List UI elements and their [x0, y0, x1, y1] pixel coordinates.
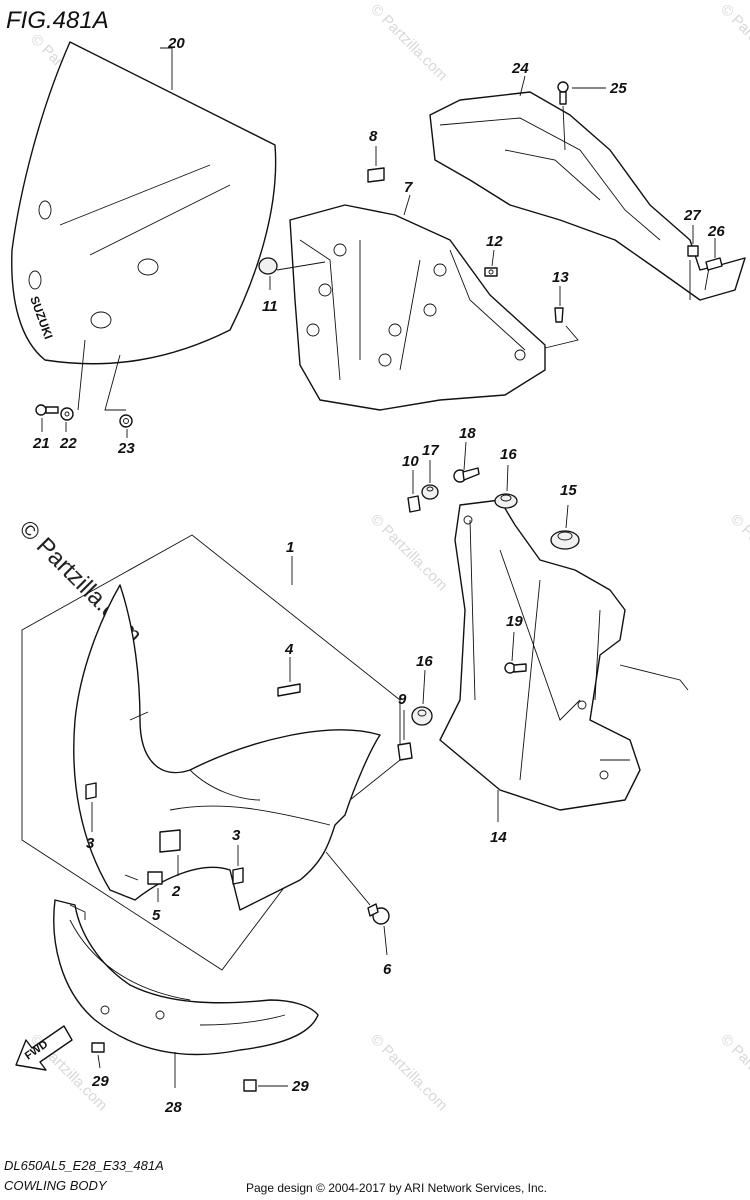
fwd-arrow-icon: FWD: [15, 1025, 73, 1071]
callout-10[interactable]: 10: [402, 453, 419, 470]
callout-17[interactable]: 17: [422, 442, 439, 459]
part-screw-19[interactable]: [504, 662, 527, 674]
part-label-3-left[interactable]: [85, 782, 97, 800]
callout-15[interactable]: 15: [560, 482, 577, 499]
part-grommet-15[interactable]: [550, 530, 580, 550]
part-grommet-16-upper[interactable]: [494, 493, 518, 509]
callout-27[interactable]: 27: [683, 207, 701, 224]
callout-16-upper[interactable]: 16: [500, 446, 517, 463]
callout-21[interactable]: 21: [32, 435, 50, 452]
callout-11[interactable]: 11: [262, 298, 278, 315]
diagram-section-name: COWLING BODY: [4, 1178, 108, 1193]
part-washer-22[interactable]: [60, 407, 74, 421]
part-label-2[interactable]: [159, 829, 181, 853]
callout-28[interactable]: 28: [164, 1099, 182, 1116]
figure-title: FIG.481A: [6, 7, 109, 34]
part-clip-nut-10[interactable]: [407, 495, 421, 513]
callout-18[interactable]: 18: [459, 425, 476, 442]
callout-23[interactable]: 23: [117, 440, 135, 457]
part-clip-12[interactable]: [484, 267, 498, 277]
part-clip-5[interactable]: [147, 871, 163, 885]
callout-25[interactable]: 25: [609, 80, 627, 97]
watermark-text: © Partzilla.com: [367, 511, 450, 594]
callout-5[interactable]: 5: [152, 907, 161, 924]
part-screw-6[interactable]: [367, 903, 390, 925]
part-screw-26[interactable]: [705, 257, 723, 271]
part-cowling-body[interactable]: [73, 584, 381, 911]
callout-20[interactable]: 20: [167, 35, 185, 52]
callout-29-left[interactable]: 29: [91, 1073, 109, 1090]
callout-8[interactable]: 8: [369, 128, 378, 145]
watermark-text: © Partzilla.com: [727, 511, 750, 594]
part-cowling-bracket-14[interactable]: [439, 499, 689, 811]
callout-22[interactable]: 22: [59, 435, 77, 452]
callout-16-lower[interactable]: 16: [416, 653, 433, 670]
callout-2[interactable]: 2: [171, 883, 181, 900]
callout-19[interactable]: 19: [506, 613, 523, 630]
part-clip-27[interactable]: [687, 245, 699, 257]
part-grommet-17[interactable]: [421, 484, 439, 500]
part-label-3-right[interactable]: [232, 867, 244, 885]
page-credit: Page design © 2004-2017 by ARI Network S…: [246, 1181, 547, 1195]
part-clip-nut-9[interactable]: [397, 742, 413, 761]
callout-3-left[interactable]: 3: [86, 835, 95, 852]
callout-12[interactable]: 12: [486, 233, 503, 250]
part-grommet-11[interactable]: [258, 257, 278, 275]
callout-29-right[interactable]: 29: [291, 1078, 309, 1095]
part-upper-cover-24[interactable]: [429, 91, 746, 301]
callout-24[interactable]: 24: [511, 60, 529, 77]
part-grommet-16-lower[interactable]: [411, 706, 433, 726]
callout-7[interactable]: 7: [404, 179, 413, 196]
callout-14[interactable]: 14: [490, 829, 507, 846]
watermark-text: © Partzilla.com: [367, 1031, 450, 1114]
part-screw-18[interactable]: [453, 467, 480, 483]
part-screw-13[interactable]: [554, 307, 564, 323]
watermark-text: © Partzilla.com: [717, 1, 750, 84]
callout-4[interactable]: 4: [284, 641, 294, 658]
callout-26[interactable]: 26: [707, 223, 725, 240]
watermark-text: © Partzilla.com: [367, 1, 450, 84]
callout-13[interactable]: 13: [552, 269, 569, 286]
part-windscreen[interactable]: SUZUKI: [11, 41, 277, 365]
part-lower-cowl-28[interactable]: [53, 899, 319, 1056]
part-screw-23[interactable]: [119, 414, 133, 428]
part-bolt-25[interactable]: [557, 81, 569, 105]
part-clip-29-right[interactable]: [243, 1079, 257, 1092]
callout-6[interactable]: 6: [383, 961, 392, 978]
part-screw-21[interactable]: [35, 404, 59, 416]
callout-3-right[interactable]: 3: [232, 827, 241, 844]
part-label-8[interactable]: [367, 167, 385, 183]
callout-1[interactable]: 1: [286, 539, 294, 556]
part-inner-cowling-panel[interactable]: [289, 204, 546, 411]
watermark-text: © Partzilla.com: [717, 1031, 750, 1114]
part-label-4[interactable]: [277, 683, 301, 697]
diagram-code: DL650AL5_E28_E33_481A: [4, 1158, 164, 1173]
callout-9[interactable]: 9: [398, 691, 407, 708]
part-cowling-body-box[interactable]: [21, 534, 401, 971]
part-clip-29-left[interactable]: [91, 1042, 105, 1053]
